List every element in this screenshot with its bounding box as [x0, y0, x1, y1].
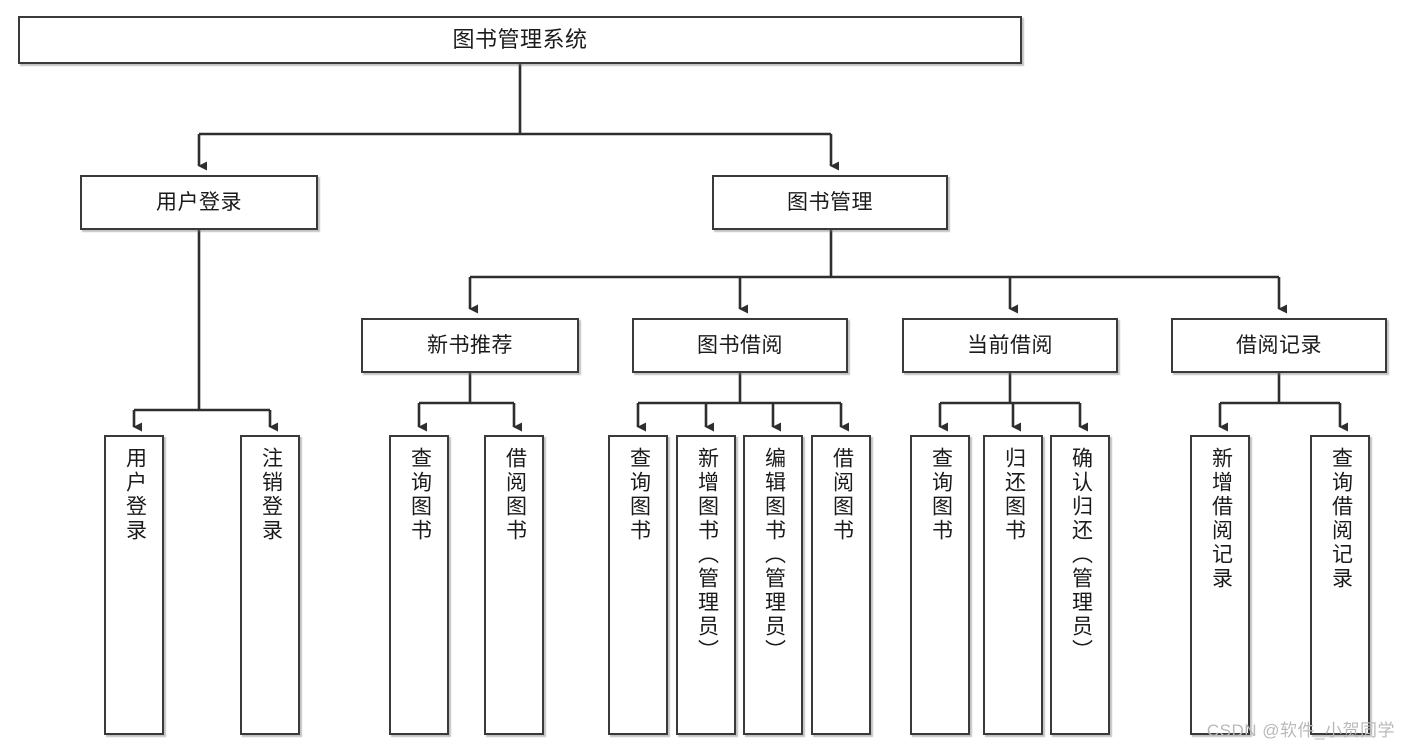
node-leaf-query-record-label: 查询借阅记录: [1329, 447, 1353, 591]
node-leaf-borrow-book-1-label: 借阅图书: [503, 447, 527, 543]
node-current-borrow-label: 当前借阅: [967, 333, 1053, 357]
node-user-login[interactable]: 用户登录: [80, 175, 318, 230]
node-leaf-add-book[interactable]: 新增图书（管理员）: [676, 435, 736, 735]
node-new-book-recommend-label: 新书推荐: [427, 333, 513, 357]
node-borrow-record[interactable]: 借阅记录: [1171, 318, 1387, 373]
node-leaf-query-record[interactable]: 查询借阅记录: [1310, 435, 1370, 735]
node-leaf-confirm-return[interactable]: 确认归还（管理员）: [1050, 435, 1110, 735]
node-leaf-return-book-label: 归还图书: [1002, 447, 1026, 543]
node-book-borrow-label: 图书借阅: [697, 333, 783, 357]
node-leaf-query-book-1-label: 查询图书: [408, 447, 432, 543]
node-leaf-borrow-book-2[interactable]: 借阅图书: [811, 435, 871, 735]
node-root[interactable]: 图书管理系统: [18, 16, 1022, 64]
node-leaf-return-book[interactable]: 归还图书: [983, 435, 1043, 735]
node-leaf-add-book-label: 新增图书（管理员）: [695, 447, 719, 663]
node-leaf-query-book-3[interactable]: 查询图书: [910, 435, 970, 735]
watermark: CSDN @软件_小贺同学: [1206, 721, 1395, 740]
node-leaf-add-record-label: 新增借阅记录: [1209, 447, 1233, 591]
node-book-management-label: 图书管理: [787, 190, 873, 214]
node-leaf-edit-book-label: 编辑图书（管理员）: [762, 447, 786, 663]
node-leaf-user-login-label: 用户登录: [123, 447, 147, 543]
node-book-borrow[interactable]: 图书借阅: [632, 318, 848, 373]
node-leaf-user-login[interactable]: 用户登录: [104, 435, 164, 735]
node-user-login-label: 用户登录: [156, 190, 242, 214]
node-leaf-borrow-book-2-label: 借阅图书: [830, 447, 854, 543]
node-current-borrow[interactable]: 当前借阅: [902, 318, 1118, 373]
node-leaf-logout[interactable]: 注销登录: [240, 435, 300, 735]
node-leaf-logout-label: 注销登录: [259, 447, 283, 543]
node-leaf-query-book-1[interactable]: 查询图书: [389, 435, 449, 735]
node-leaf-edit-book[interactable]: 编辑图书（管理员）: [743, 435, 803, 735]
node-leaf-query-book-3-label: 查询图书: [929, 447, 953, 543]
node-leaf-query-book-2[interactable]: 查询图书: [608, 435, 668, 735]
node-leaf-borrow-book-1[interactable]: 借阅图书: [484, 435, 544, 735]
node-leaf-query-book-2-label: 查询图书: [627, 447, 651, 543]
node-borrow-record-label: 借阅记录: [1236, 333, 1322, 357]
node-root-label: 图书管理系统: [452, 26, 588, 52]
node-book-management[interactable]: 图书管理: [712, 175, 948, 230]
node-new-book-recommend[interactable]: 新书推荐: [361, 318, 579, 373]
node-leaf-add-record[interactable]: 新增借阅记录: [1190, 435, 1250, 735]
node-leaf-confirm-return-label: 确认归还（管理员）: [1069, 447, 1093, 663]
